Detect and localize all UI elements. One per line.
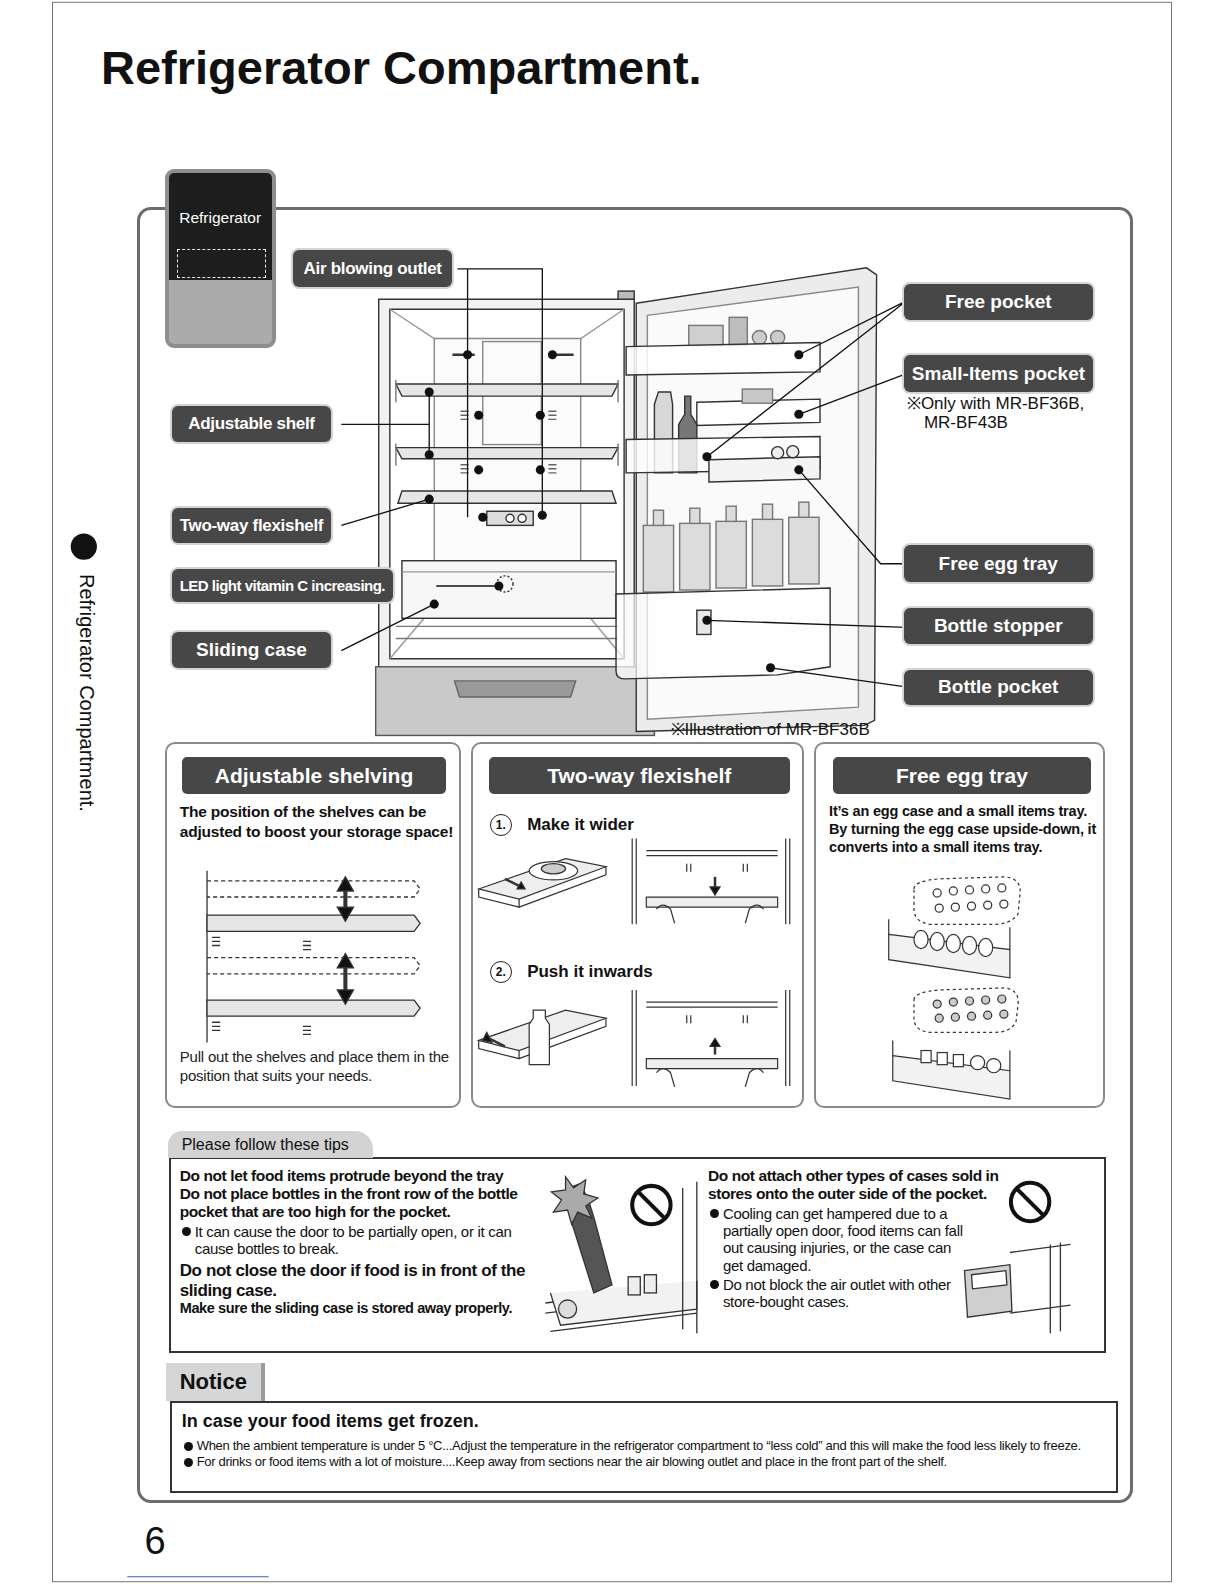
page-border: [53, 2, 1172, 1581]
step-number: 1.: [490, 814, 512, 836]
egg-tray-illustration: [889, 877, 1020, 1099]
part-label: Free egg tray: [904, 545, 1093, 581]
bullet-text: When the ambient temperature is under 5 …: [182, 1438, 1106, 1454]
panel-text: It’s an egg case and a small items tray.…: [829, 802, 1102, 856]
refrigerator-cabinet: [376, 291, 655, 735]
part-label-text: Small-Items pocket: [912, 363, 1085, 385]
panel-heading: Two-way flexishelf: [489, 757, 790, 793]
bullet-text: Do not block the air outlet with other s…: [708, 1276, 965, 1311]
model-note: ※Only with MR-BF36B, MR-BF43B: [907, 394, 1116, 433]
leader-lines: [341, 269, 906, 687]
part-label: Free pocket: [904, 284, 1093, 320]
part-label: LED light vitamin C increasing.: [172, 569, 393, 602]
illustration-note: ※Illustration of MR-BF36B: [671, 717, 870, 740]
notice-box: NoticeIn case your food items get frozen…: [170, 1401, 1118, 1493]
tip-text: Do not close the door if food is in fron…: [180, 1261, 544, 1300]
part-label: Air blowing outlet: [293, 250, 453, 286]
feature-panel: Adjustable shelvingThe position of the s…: [165, 742, 461, 1108]
part-label: Adjustable shelf: [172, 406, 332, 442]
tab-dark-area: [169, 173, 272, 280]
tab-window: [177, 249, 266, 277]
part-label: Bottle stopper: [904, 608, 1093, 644]
part-label-text: Bottle stopper: [934, 615, 1063, 637]
part-label-text: Two-way flexishelf: [180, 516, 324, 536]
section-tab: Refrigerator: [165, 169, 276, 349]
panel-text: Pull out the shelves and place them in t…: [180, 1047, 463, 1085]
notice-heading: Notice: [166, 1363, 265, 1401]
tips-column: Do not let food items protrude beyond th…: [180, 1167, 544, 1317]
side-heading: Refrigerator Compartment.: [75, 574, 98, 812]
part-label-text: Air blowing outlet: [304, 259, 442, 279]
section-dot: [71, 533, 97, 559]
tip-text: Do not attach other types of cases sold …: [708, 1167, 1001, 1203]
tip-text: Do not let food items protrude beyond th…: [180, 1167, 544, 1185]
tip-text: Make sure the sliding case is stored awa…: [180, 1300, 544, 1317]
leader-dots: [425, 350, 804, 672]
section-tab-label: Refrigerator: [169, 209, 272, 227]
tips-box: Please follow these tipsDo not let food …: [169, 1157, 1106, 1353]
panel-heading: Adjustable shelving: [182, 757, 447, 793]
part-label-text: Sliding case: [196, 639, 307, 661]
bullet-dot: [710, 1209, 719, 1218]
step-text: Make it wider: [527, 815, 634, 835]
notice-title: In case your food items get frozen.: [182, 1411, 1106, 1432]
bullet-dot: [182, 1227, 191, 1236]
feature-panel: Free egg trayIt’s an egg case and a smal…: [814, 742, 1105, 1108]
tips-column: Do not attach other types of cases sold …: [708, 1167, 1011, 1312]
tip-text: Do not place bottles in the front row of…: [180, 1185, 544, 1221]
part-label-text: Free pocket: [945, 291, 1052, 313]
tips-heading: Please follow these tips: [168, 1131, 373, 1158]
bullet-text: For drinks or food items with a lot of m…: [182, 1454, 1106, 1470]
step-number: 2.: [490, 961, 512, 983]
feature-panel: Two-way flexishelf 1. Make it wider 2. Push …: [471, 742, 804, 1108]
panel-heading: Free egg tray: [833, 757, 1091, 793]
part-label: Two-way flexishelf: [172, 508, 332, 543]
bullet-text: It can cause the door to be partially op…: [180, 1223, 544, 1258]
part-label: Small-Items pocket: [904, 355, 1093, 391]
part-label-text: LED light vitamin C increasing.: [180, 577, 385, 594]
refrigerator-door: [616, 268, 877, 732]
part-label-text: Bottle pocket: [938, 676, 1058, 698]
part-label: Sliding case: [172, 632, 332, 667]
panel-text: The position of the shelves can be adjus…: [180, 802, 458, 842]
bullet-dot: [710, 1280, 719, 1289]
step-text: Push it inwards: [527, 962, 653, 982]
flexishelf-illustration: [479, 838, 790, 1086]
part-label-text: Adjustable shelf: [188, 414, 315, 434]
bullet-dot: [184, 1442, 193, 1451]
part-label-text: Free egg tray: [939, 553, 1058, 575]
page-number: 6: [144, 1521, 165, 1563]
bullet-dot: [184, 1458, 193, 1467]
part-label: Bottle pocket: [904, 670, 1093, 705]
bullet-text: Cooling can get hampered due to a partia…: [708, 1205, 965, 1274]
footer-rule: [127, 1576, 268, 1577]
page-title: Refrigerator Compartment.: [101, 40, 702, 95]
shelving-illustration: [207, 871, 420, 1043]
